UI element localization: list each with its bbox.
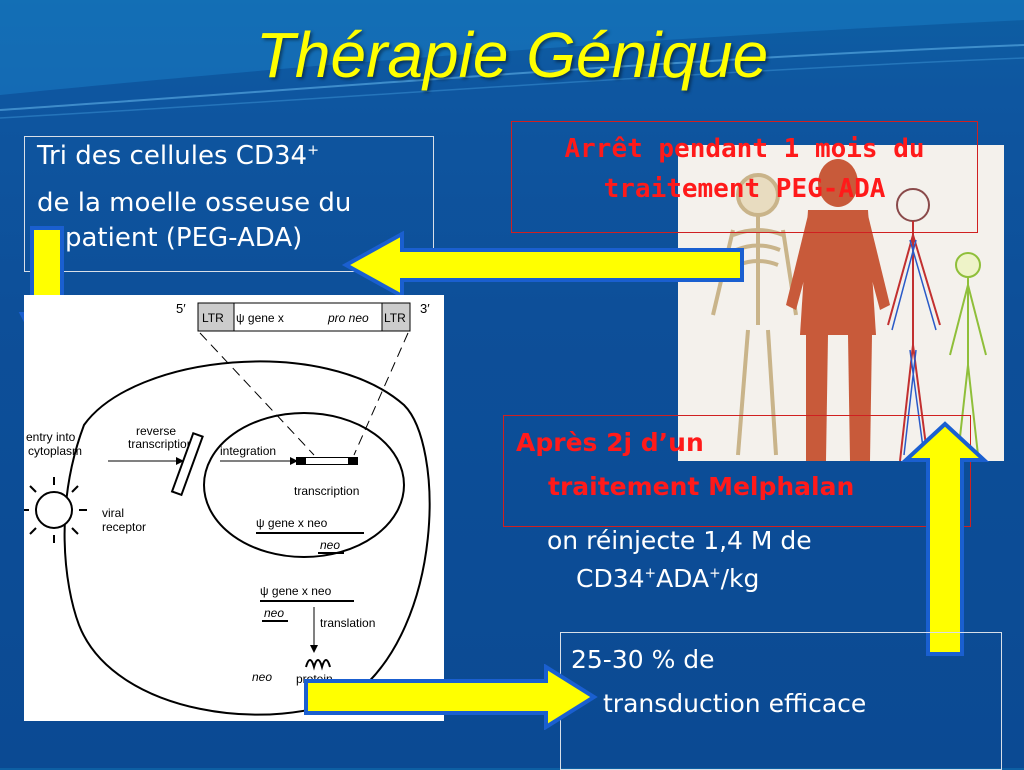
ltr-right-label: LTR [384, 311, 406, 325]
slide-title: Thérapie Génique [255, 19, 769, 91]
ltr-left-label: LTR [202, 311, 224, 325]
arrow-left [341, 230, 744, 300]
reverse-label-1: reverse [136, 424, 176, 438]
psi-gene-label: ψ gene x [236, 311, 284, 325]
retroviral-vector-diagram: 5′ LTR ψ gene x pro neo LTR 3′ entry int… [21, 295, 444, 721]
integration-label: integration [220, 444, 276, 458]
svg-text:viral: viral [102, 506, 124, 520]
viral-label-2: receptor [102, 520, 146, 534]
svg-text:receptor: receptor [102, 520, 146, 534]
pro-neo-label: pro neo [327, 311, 369, 325]
background-swoosh [0, 0, 1024, 119]
neo-label-2: neo [264, 606, 284, 620]
arrow-right [304, 664, 598, 730]
svg-text:cytoplasm: cytoplasm [28, 444, 82, 458]
sort-line-1: Tri des cellules CD34+ [37, 141, 320, 171]
reverse-label-2: transcription [128, 437, 193, 451]
svg-text:transcription: transcription [128, 437, 193, 451]
viral-label-1: viral [102, 506, 124, 520]
svg-text:reverse: reverse [136, 424, 176, 438]
arrow-up [900, 421, 990, 656]
melphalan-line-1: Après 2j d’un [516, 428, 704, 457]
stop-treatment-box: Arrêt pendant 1 mois du traitement PEG-A… [511, 121, 978, 233]
transcription-label: transcription [294, 484, 359, 498]
entry-label-1: entry into [26, 430, 76, 444]
translation-label: translation [320, 616, 375, 630]
result-box: 25-30 % de transduction efficace [560, 632, 1002, 770]
sort-line-3: patient (PEG-ADA) [65, 223, 303, 253]
entry-label-2: cytoplasm [28, 444, 82, 458]
gene-neo-label-1: ψ gene x neo [256, 516, 328, 530]
stop-line-2: traitement PEG-ADA [603, 174, 886, 204]
three-prime-label: 3′ [420, 301, 430, 316]
result-line-2: transduction efficace [603, 689, 867, 718]
five-prime-label: 5′ [176, 301, 186, 316]
svg-text:entry into: entry into [26, 430, 76, 444]
melphalan-line-2: traitement Melphalan [548, 472, 855, 501]
melphalan-box: Après 2j d’un traitement Melphalan [503, 415, 971, 527]
result-line-1: 25-30 % de [571, 645, 715, 674]
reinject-line-2: CD34+ADA+/kg [576, 564, 760, 593]
neo-label-1: neo [320, 538, 340, 552]
svg-text:5′: 5′ [176, 301, 186, 316]
gene-neo-label-2: ψ gene x neo [260, 584, 332, 598]
sort-cells-box: Tri des cellules CD34+ de la moelle osse… [24, 136, 434, 272]
neo-small-label: neo [252, 670, 272, 684]
reinject-line-1: on réinjecte 1,4 M de [547, 526, 812, 555]
stop-line-1: Arrêt pendant 1 mois du [564, 134, 925, 164]
sort-line-2: de la moelle osseuse du [37, 188, 352, 218]
